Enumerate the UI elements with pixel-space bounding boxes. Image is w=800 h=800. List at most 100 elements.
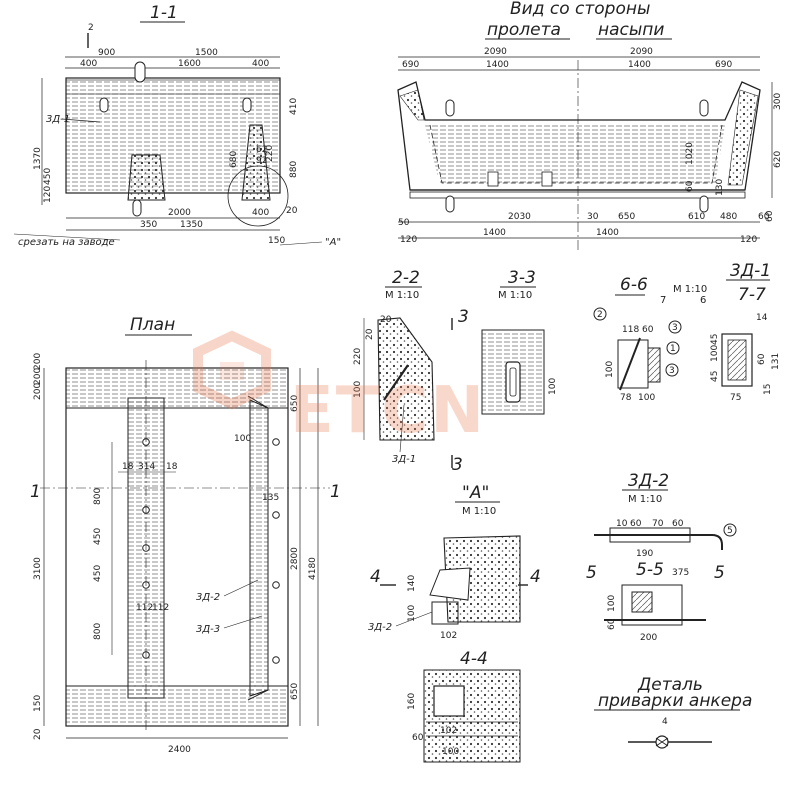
dim-200: 200 <box>640 633 657 643</box>
dim-2800: 2800 <box>290 547 300 570</box>
dim-102-4: 102 <box>440 726 457 736</box>
dim-200-a: 200 <box>33 383 43 400</box>
dim-135: 135 <box>262 493 279 503</box>
dim-120-b: 120 <box>740 235 757 245</box>
dim-20-b: 20 <box>365 328 375 340</box>
cut-marker-1-right: 1 <box>330 482 341 502</box>
section-3-3-view: 3-3 М 1:10 100 3 3 <box>451 268 558 475</box>
dim-102-a: 102 <box>440 631 457 641</box>
dim-92: 92 <box>256 156 267 166</box>
section-2-2-view: 2-2 М 1:10 20 20 220 100 3Д-1 <box>353 268 435 465</box>
note-cut-at-factory: срезать на заводе <box>18 237 115 248</box>
dim-800-bottom: 800 <box>93 623 103 640</box>
section-4-4-title: 4-4 <box>460 649 488 669</box>
weld-detail-title-1: Деталь <box>637 675 703 695</box>
cut-marker-3-top: 3 <box>458 307 469 327</box>
section-3d2-title: 3Д-2 <box>628 471 669 491</box>
dim-120: 120 <box>43 186 53 203</box>
callout-2: 2 <box>597 310 603 320</box>
dim-62: 62 <box>256 145 267 155</box>
dim-480: 480 <box>720 212 737 222</box>
dim-1350: 1350 <box>180 220 203 230</box>
section-6-6-view: 6-6 М 1:10 7 6 2 3 1 3 118 60 100 78 100 <box>593 275 707 403</box>
dim-14: 14 <box>756 313 768 323</box>
dim-2090-left: 2090 <box>484 47 507 57</box>
dim-100-4: 100 <box>442 747 459 757</box>
dim-18-right: 18 <box>166 462 178 472</box>
dim-1020: 1020 <box>685 142 695 165</box>
section-1-1-view: 1-1 2 900 1500 400 1600 400 1370 450 120… <box>13 3 341 248</box>
dim-100-3d1: 100 <box>710 345 720 362</box>
dim-60-5: 60 <box>607 618 617 630</box>
weld-detail-title-2: приварки анкера <box>598 691 752 711</box>
side-view-title-span: пролета <box>487 20 561 40</box>
dim-690-left: 690 <box>402 60 419 70</box>
section-3d1-view: 3Д-1 7-7 14 45 100 45 60 75 131 15 <box>710 261 781 403</box>
dim-650-bottom: 650 <box>290 683 300 700</box>
callout-5: 5 <box>727 526 733 536</box>
dim-400-left: 400 <box>80 59 97 69</box>
section-6-6-title: 6-6 <box>620 275 648 295</box>
dim-112-b: 112 <box>152 603 169 613</box>
cut-marker-1-left: 1 <box>30 482 41 502</box>
section-2-2-scale: М 1:10 <box>385 290 419 301</box>
dim-45-a: 45 <box>710 371 720 382</box>
dim-450-b: 450 <box>93 565 103 582</box>
dim-60-4: 60 <box>412 733 424 743</box>
dim-1400-left: 1400 <box>486 60 509 70</box>
section-1-1-title: 1-1 <box>150 3 178 23</box>
section-2-2-title: 2-2 <box>392 268 420 288</box>
dim-100-5: 100 <box>607 595 617 612</box>
label-3d2: 3Д-2 <box>196 592 220 603</box>
dim-20-a: 20 <box>380 315 392 325</box>
callout-1: 1 <box>670 344 676 354</box>
dim-450: 450 <box>43 168 53 185</box>
dim-1400-a: 1400 <box>483 228 506 238</box>
detail-a-scale: М 1:10 <box>462 506 496 517</box>
dim-314: 314 <box>138 462 155 472</box>
dim-2400: 2400 <box>168 745 191 755</box>
dim-100-plan: 100 <box>234 434 251 444</box>
cut-marker-4-left: 4 <box>370 567 381 587</box>
dim-112-a: 112 <box>136 603 153 613</box>
section-4-4-view: 4-4 160 60 100 102 <box>407 649 521 763</box>
dim-30: 30 <box>587 212 599 222</box>
dim-400-right: 400 <box>252 59 269 69</box>
dim-131: 131 <box>771 353 781 370</box>
dim-2030: 2030 <box>508 212 531 222</box>
dim-2090-right: 2090 <box>630 47 653 57</box>
dim-100-3: 100 <box>548 378 558 395</box>
dim-18-left: 18 <box>122 462 134 472</box>
dim-10: 10 <box>616 519 628 529</box>
dim-45-b: 45 <box>710 334 720 345</box>
dim-120-a: 120 <box>400 235 417 245</box>
side-view: Вид со стороны пролета насыпи 2090 2090 … <box>397 0 783 250</box>
section-7-7-title: 7-7 <box>738 285 766 305</box>
dim-220: 220 <box>265 145 275 162</box>
dim-800-top: 800 <box>93 488 103 505</box>
section-5-5-view: 5-5 375 100 60 200 5 5 <box>586 560 725 643</box>
dim-880: 880 <box>289 161 299 178</box>
dim-3100: 3100 <box>33 557 43 580</box>
label-3d2-a: 3Д-2 <box>368 622 392 633</box>
dim-4180: 4180 <box>308 557 318 580</box>
dim-350: 350 <box>140 220 157 230</box>
section-3-3-scale: М 1:10 <box>498 290 532 301</box>
dim-60-3d2b: 60 <box>672 519 684 529</box>
dim-620: 620 <box>773 151 783 168</box>
dim-100-6b: 100 <box>638 393 655 403</box>
dim-150: 150 <box>268 236 285 246</box>
dim-200-b: 200 <box>33 368 43 385</box>
weld-detail-view: Деталь приварки анкера 4 <box>594 675 752 749</box>
dim-1600: 1600 <box>178 59 201 69</box>
dim-1400-b: 1400 <box>596 228 619 238</box>
cut-marker-3-bottom: 3 <box>452 455 463 475</box>
dim-410: 410 <box>289 98 299 115</box>
dim-75: 75 <box>730 393 741 403</box>
dim-150-plan: 150 <box>33 695 43 712</box>
section-3d2-view: 3Д-2 М 1:10 10 60 70 60 190 5 <box>594 471 737 559</box>
dim-900: 900 <box>98 48 115 58</box>
dim-450-a: 450 <box>93 528 103 545</box>
dim-400-bottom: 400 <box>252 208 269 218</box>
dim-190: 190 <box>636 549 653 559</box>
